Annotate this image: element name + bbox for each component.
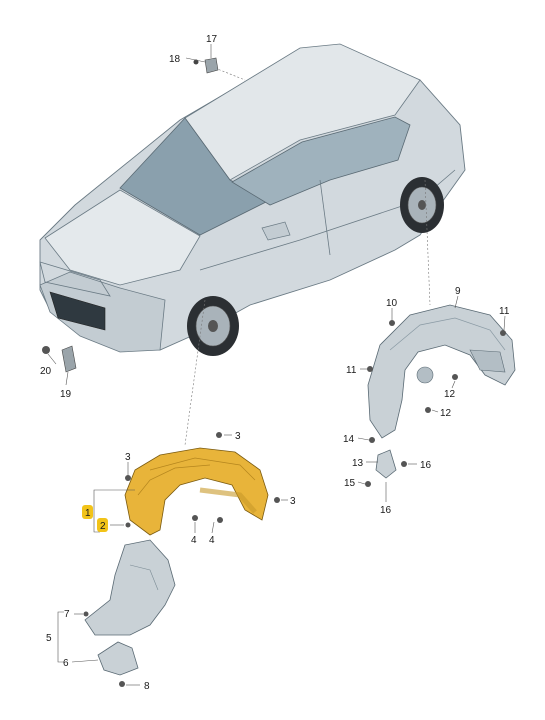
car-roof: [184, 43, 421, 181]
part-5-splash-shield: [84, 539, 176, 636]
callout-6: 6: [63, 658, 69, 669]
leader-lines: [47, 44, 506, 686]
callout-2: 2: [100, 521, 106, 532]
car-mirror: [261, 221, 291, 241]
part-6-bracket: [97, 641, 139, 676]
ref-line-rear-liner: [424, 179, 431, 306]
callout-3: 3: [235, 431, 241, 442]
callout-15: 15: [344, 478, 356, 489]
callout-7: 7: [64, 609, 70, 620]
callout-17: 17: [206, 34, 218, 45]
callout-11: 11: [346, 365, 357, 376]
callout-12: 12: [440, 408, 452, 419]
fasteners: [83, 320, 506, 687]
callout-16: 16: [420, 460, 432, 471]
car-side-windows: [231, 116, 411, 206]
car-hood: [44, 189, 201, 286]
car-headlight: [39, 261, 111, 297]
car-rear-wheel: [400, 177, 444, 233]
callout-3: 3: [290, 496, 296, 507]
callout-10: 10: [386, 298, 398, 309]
callout-13: 13: [352, 458, 364, 469]
callout-16: 16: [380, 505, 392, 516]
car-side-crease: [199, 169, 456, 271]
part-9-rear-wheel-liner: [367, 304, 516, 439]
callout-1-highlight: [82, 505, 93, 519]
callout-4: 4: [209, 535, 215, 546]
callouts: 17 18 3 3 3 4 4 1 2 5 7 6 8 9 10 11 11 1…: [40, 34, 510, 692]
part-19-bracket: [61, 345, 77, 373]
callout-4: 4: [191, 535, 197, 546]
callout-3: 3: [125, 452, 131, 463]
car-grille: [49, 291, 106, 331]
ref-line-front-liner: [184, 299, 206, 446]
callout-9: 9: [455, 286, 461, 297]
part-20-clip: [42, 346, 50, 354]
callout-14: 14: [343, 434, 355, 445]
part-13-bracket: [375, 449, 397, 479]
callout-12: 12: [444, 389, 456, 400]
callout-5: 5: [46, 633, 52, 644]
car-illustration: [39, 43, 466, 356]
callout-2-highlight: [97, 518, 108, 532]
callout-20: 20: [40, 366, 52, 377]
callout-8: 8: [144, 681, 150, 692]
part-17-bracket: [193, 57, 219, 74]
ref-line-emblem: [214, 67, 246, 81]
callout-1: 1: [85, 508, 91, 519]
callout-18: 18: [169, 54, 181, 65]
callout-11: 11: [499, 306, 510, 317]
car-front-wheel: [187, 296, 239, 356]
callout-19: 19: [60, 389, 72, 400]
part-1-front-wheel-liner: [124, 447, 269, 536]
car-door-line: [319, 179, 331, 256]
